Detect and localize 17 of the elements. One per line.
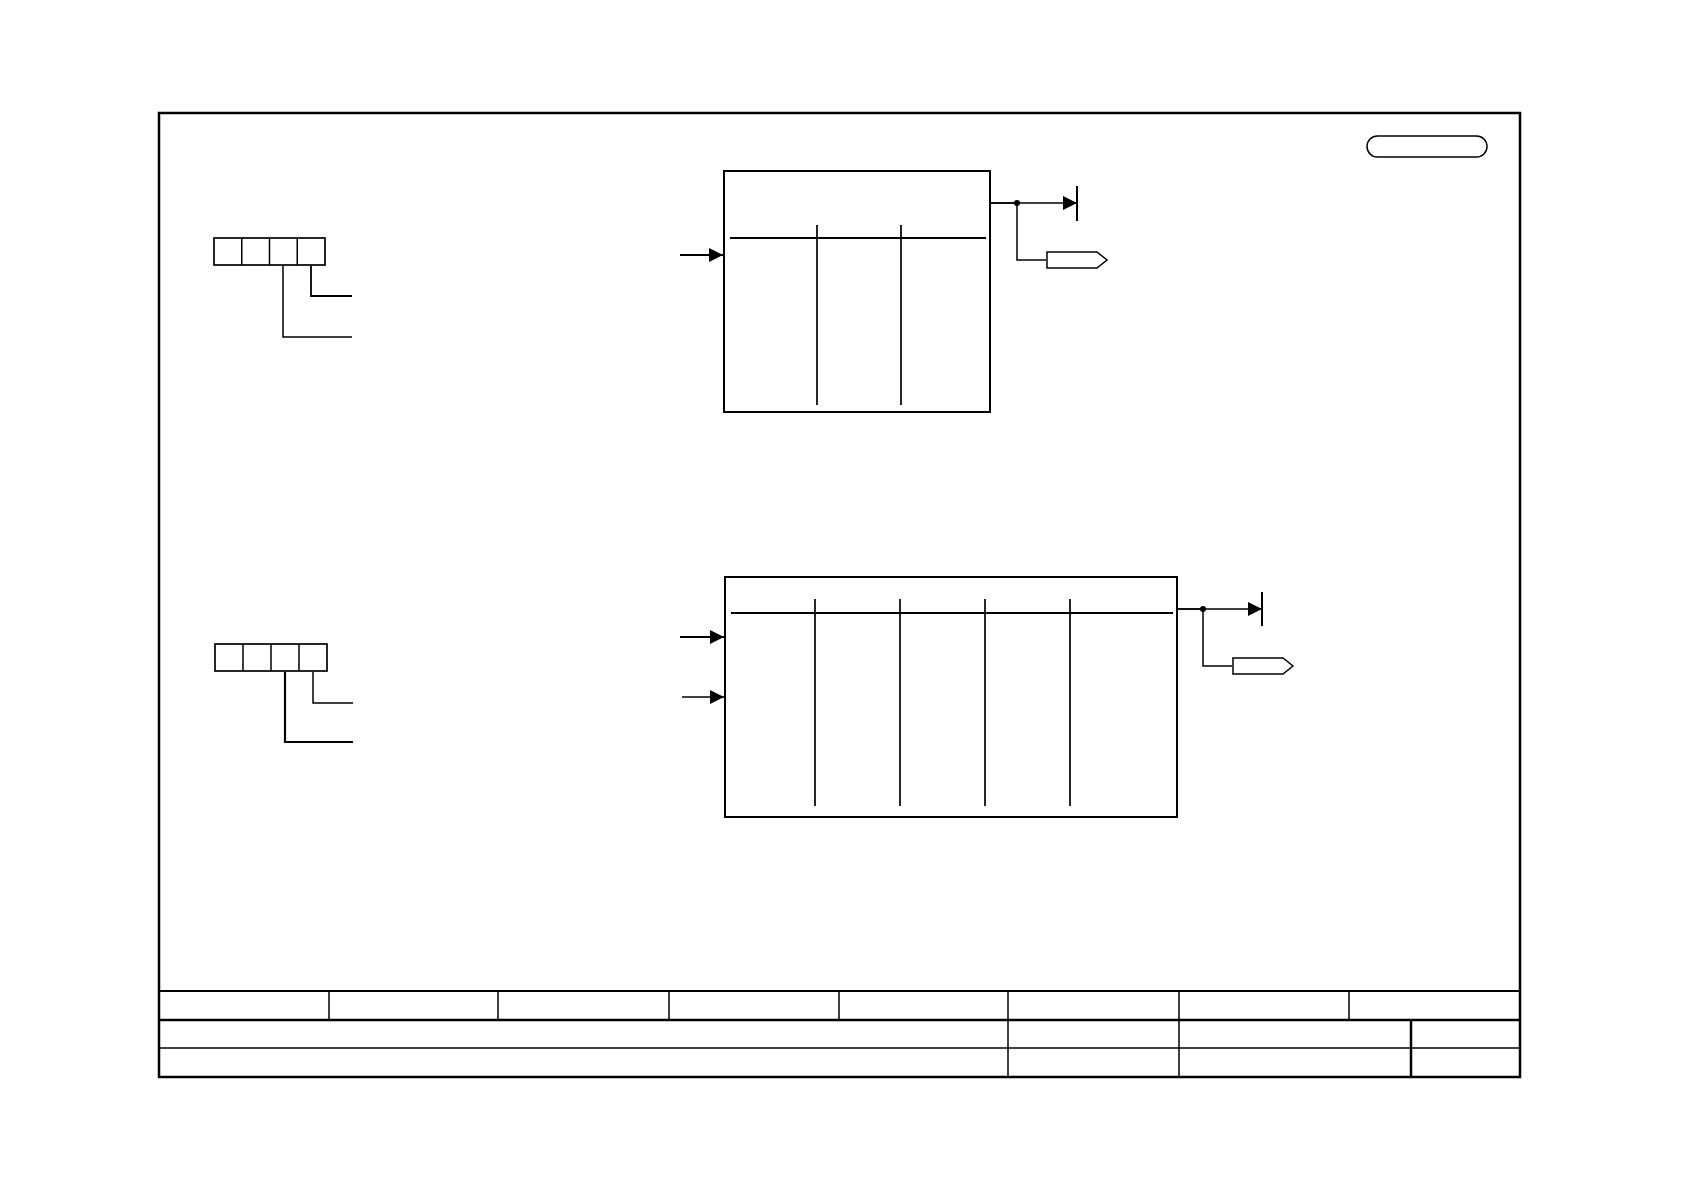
signal-line bbox=[283, 672, 353, 744]
connector-tag bbox=[1232, 657, 1294, 675]
connector-tag bbox=[1046, 251, 1108, 269]
connector-line bbox=[1177, 608, 1233, 667]
signal-line bbox=[312, 671, 354, 704]
input-arrow bbox=[680, 248, 723, 262]
bit-field bbox=[214, 643, 328, 672]
terminal-bar bbox=[1260, 592, 1264, 626]
terminal-bar bbox=[1075, 186, 1079, 221]
function-block bbox=[724, 576, 1178, 818]
signal-line bbox=[310, 265, 353, 297]
bit-field bbox=[213, 237, 326, 266]
signal-line bbox=[282, 265, 353, 338]
input-arrow bbox=[681, 690, 725, 704]
input-arrow bbox=[680, 630, 724, 644]
connector-line bbox=[990, 202, 1047, 261]
function-block bbox=[723, 170, 991, 413]
